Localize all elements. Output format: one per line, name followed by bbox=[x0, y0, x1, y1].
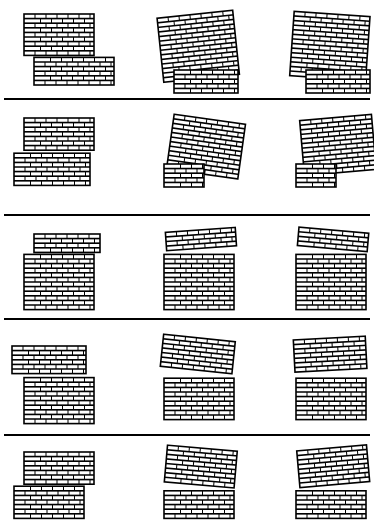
panel-r4-c3 bbox=[293, 336, 367, 419]
panel-r1-c1 bbox=[24, 14, 114, 85]
lower-block bbox=[296, 491, 366, 519]
panel-r3-c2 bbox=[164, 227, 236, 309]
panel-r1-c2 bbox=[157, 10, 239, 93]
upper-block bbox=[24, 118, 94, 150]
panel-r4-c2 bbox=[160, 334, 235, 419]
strip-bricks bbox=[165, 227, 236, 250]
lower-block bbox=[24, 378, 94, 424]
lower-block bbox=[14, 153, 90, 185]
strip-bricks bbox=[160, 334, 235, 374]
lower-block bbox=[14, 486, 84, 518]
rotated-strip bbox=[160, 334, 235, 374]
lower-block bbox=[24, 254, 94, 309]
base-block bbox=[164, 164, 204, 187]
panel-r5-c3 bbox=[296, 445, 370, 519]
rotated-block bbox=[164, 445, 237, 488]
strip-bricks bbox=[293, 336, 367, 372]
lower-block bbox=[164, 491, 234, 519]
lower-block bbox=[164, 254, 234, 309]
top-strip bbox=[34, 234, 100, 252]
panel-r1-c3 bbox=[290, 11, 370, 93]
panel-r5-c1 bbox=[14, 452, 94, 518]
lower-block bbox=[164, 378, 234, 419]
lower-block bbox=[296, 254, 366, 309]
rotated-bricks bbox=[164, 445, 237, 488]
upper-block bbox=[24, 452, 94, 484]
base-block bbox=[174, 70, 238, 93]
panel-r5-c2 bbox=[164, 445, 237, 518]
panel-r3-c3 bbox=[296, 227, 369, 309]
base-block bbox=[296, 164, 336, 187]
rotated-strip bbox=[165, 227, 236, 250]
rotated-bricks bbox=[297, 445, 370, 488]
lower-block bbox=[296, 378, 366, 419]
rotated-block bbox=[297, 445, 370, 488]
upper-strip bbox=[12, 346, 86, 374]
rotated-strip bbox=[293, 336, 367, 372]
strip-bricks bbox=[297, 227, 368, 251]
panel-grid bbox=[12, 10, 374, 518]
panel-r2-c1 bbox=[14, 118, 94, 185]
rotated-strip bbox=[297, 227, 368, 251]
panel-r2-c2 bbox=[164, 114, 245, 187]
panel-r4-c1 bbox=[12, 346, 94, 424]
lower-block bbox=[34, 57, 114, 85]
panel-r2-c3 bbox=[296, 114, 374, 187]
base-block bbox=[306, 70, 370, 93]
upper-block bbox=[24, 14, 94, 55]
panel-r3-c1 bbox=[24, 234, 100, 310]
